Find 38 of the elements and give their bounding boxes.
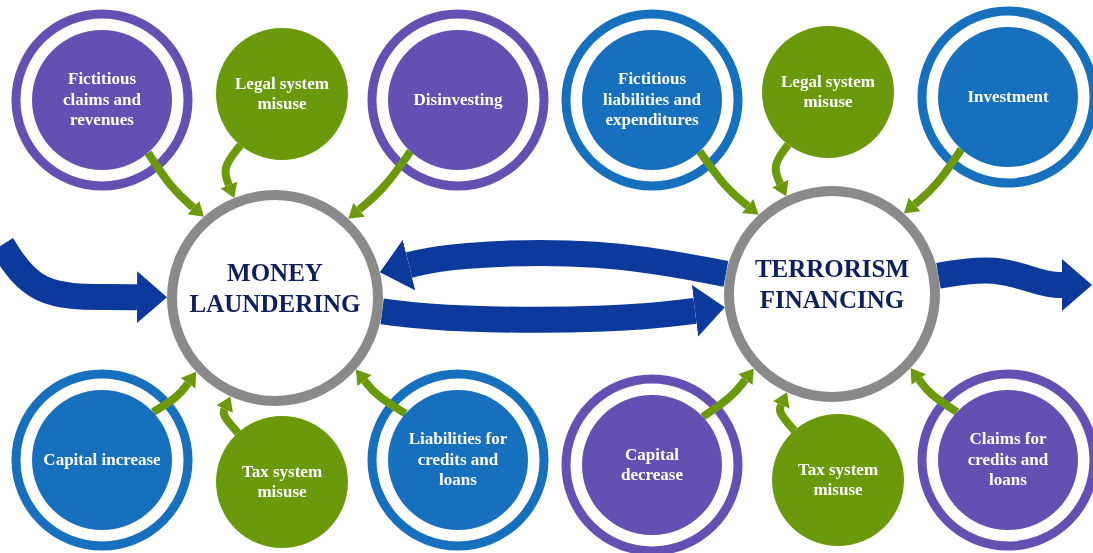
- topic-label: Claims for credits and loans: [966, 429, 1050, 491]
- topic-label: Investment: [967, 86, 1049, 108]
- connector-arrow: [355, 369, 408, 417]
- connector-arrow: [773, 392, 798, 434]
- topic-circle: [938, 390, 1078, 530]
- topic-circle: [32, 30, 172, 170]
- topic-circle: [938, 27, 1078, 167]
- connector-arrow: [903, 146, 965, 214]
- topic-circle: [388, 30, 528, 170]
- topic-label: Fictitious liabilities and expenditures: [602, 69, 702, 131]
- flow-arrow: [0, 238, 167, 324]
- topic-label: Fictitious claims and revenues: [62, 69, 142, 131]
- topic-label: Disinvesting: [413, 89, 503, 111]
- connector-arrow: [151, 371, 197, 416]
- hub-title: MONEY LAUNDERING: [188, 257, 362, 319]
- hub-title: TERRORISM FINANCING: [753, 253, 911, 315]
- topic-circle: [582, 395, 722, 535]
- flow-arrow: [380, 285, 725, 337]
- topic-label: Legal system misuse: [780, 71, 876, 113]
- flow-arrow: [379, 239, 729, 291]
- topic-circle: [32, 390, 172, 530]
- connector-arrow: [696, 149, 759, 215]
- flow-arrow: [934, 257, 1092, 311]
- connector-arrow: [700, 368, 754, 421]
- topic-label: Legal system misuse: [234, 73, 330, 115]
- connector-arrow: [220, 142, 244, 198]
- topic-circle: [388, 390, 528, 530]
- topic-label: Tax system misuse: [240, 461, 324, 503]
- connector-arrow: [216, 396, 241, 436]
- topic-label: Capital decrease: [620, 444, 684, 486]
- connector-arrow: [144, 150, 204, 217]
- connector-arrow: [771, 142, 792, 197]
- topic-label: Liabilities for credits and loans: [407, 429, 509, 491]
- topic-label: Capital increase: [43, 449, 161, 471]
- topic-circle: [582, 30, 722, 170]
- topic-label: Tax system misuse: [796, 459, 880, 501]
- connector-arrow: [910, 368, 960, 416]
- connector-arrow: [348, 149, 414, 219]
